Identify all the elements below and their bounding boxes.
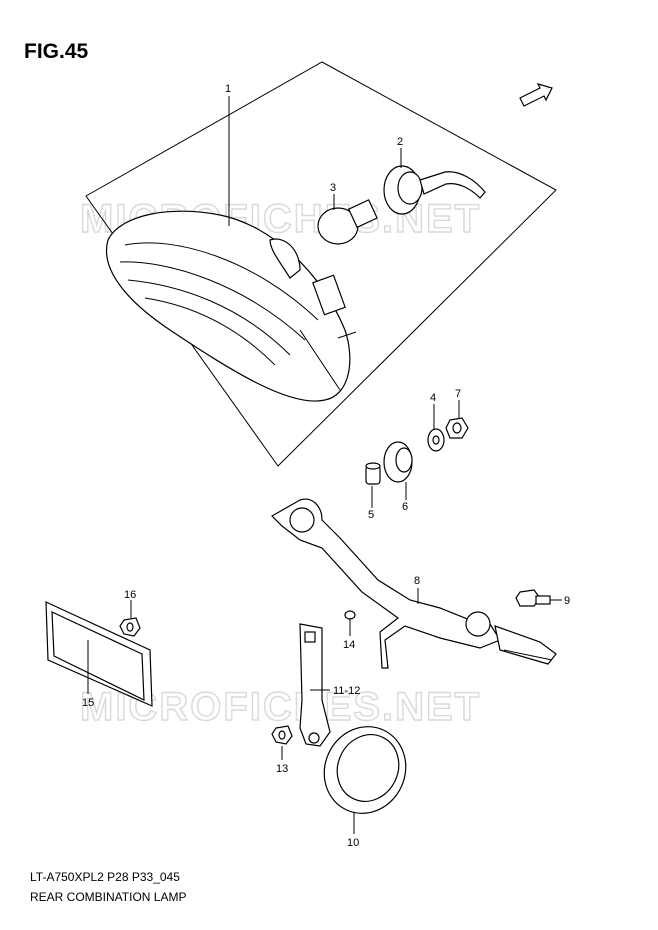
screw-14 [344,610,356,628]
reflector-stay [299,623,331,747]
callout-14: 14 [343,639,355,651]
callout-1: 1 [225,83,231,95]
bulb-socket [383,165,486,215]
callout-16: 16 [124,589,136,601]
callout-3: 3 [330,182,336,194]
fwd-label: FWD [527,93,543,104]
callout-9: 9 [564,595,570,607]
callout-13: 13 [276,763,288,775]
figure-title: FIG.45 [24,40,89,63]
callout-11-12: 11-12 [333,685,360,697]
lamp-bracket [271,498,557,669]
callout-4: 4 [430,392,436,404]
nut-13 [271,725,293,745]
figure-name: REAR COMBINATION LAMP [30,890,187,904]
bolt-9 [515,589,551,607]
reflector-round [323,726,407,814]
assembly-outline [85,61,557,467]
callout-6: 6 [402,501,408,513]
nut-16 [119,617,141,637]
washer-hole [432,435,440,445]
figure-code: LT-A750XPL2 P28 P33_045 [30,870,180,884]
reflector-side [45,601,153,707]
leader-lines [87,96,562,834]
nut-7 [445,417,469,439]
bulb [317,199,378,245]
tail-lamp-housing [106,210,357,402]
cushion [365,462,381,485]
callout-8: 8 [414,575,420,587]
fwd-arrow-icon: FWD [519,83,553,107]
grommet [383,441,413,483]
callout-5: 5 [368,509,374,521]
callout-7: 7 [455,388,461,400]
callout-15: 15 [82,697,94,709]
callout-10: 10 [347,837,359,849]
callout-2: 2 [397,136,403,148]
